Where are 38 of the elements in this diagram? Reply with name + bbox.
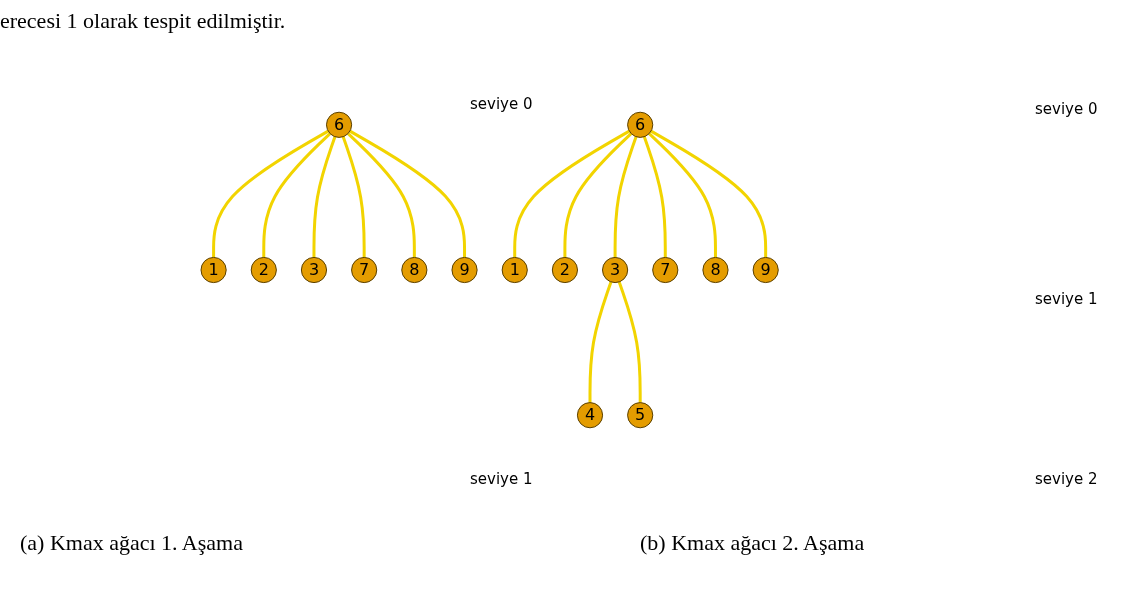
level-label: seviye 0 <box>470 95 533 113</box>
node-circle: 8 <box>702 256 729 284</box>
connector <box>347 132 417 258</box>
connector <box>212 129 330 258</box>
connector <box>643 136 668 258</box>
node-circle: 7 <box>652 256 679 284</box>
node-circle: 5 <box>627 402 654 429</box>
connector <box>312 136 337 258</box>
level-label: seviye 1 <box>1035 290 1098 308</box>
connector <box>618 281 643 403</box>
node-circle: 2 <box>251 256 278 284</box>
node-circle: 2 <box>552 256 579 284</box>
node-circle: 3 <box>602 256 629 284</box>
node-circle: 1 <box>502 256 529 284</box>
level-label: seviye 2 <box>1035 470 1098 488</box>
figure-caption: (a) Kmax ağacı 1. Aşama <box>20 530 243 556</box>
node-circle: 6 <box>627 111 654 138</box>
node-circle: 8 <box>401 256 428 284</box>
connector <box>650 129 768 258</box>
node-circle: 7 <box>351 256 378 284</box>
connector <box>342 136 367 258</box>
node-circle: 9 <box>451 256 478 284</box>
node-circle: 9 <box>752 256 780 284</box>
body-text: erecesi 1 olarak tespit edilmiştir. <box>0 8 286 34</box>
connector <box>563 132 633 258</box>
connector <box>648 132 718 258</box>
connector <box>349 129 467 258</box>
connector <box>513 129 631 258</box>
level-label: seviye 1 <box>470 470 533 488</box>
figure-caption: (b) Kmax ağacı 2. Aşama <box>640 530 865 556</box>
node-circle: 6 <box>326 111 353 138</box>
connector <box>588 281 613 403</box>
node-circle: 3 <box>301 256 328 284</box>
connector <box>262 132 332 258</box>
connector <box>613 136 638 258</box>
node-circle: 4 <box>577 402 604 429</box>
level-label: seviye 0 <box>1035 100 1098 118</box>
node-circle: 1 <box>200 256 228 284</box>
